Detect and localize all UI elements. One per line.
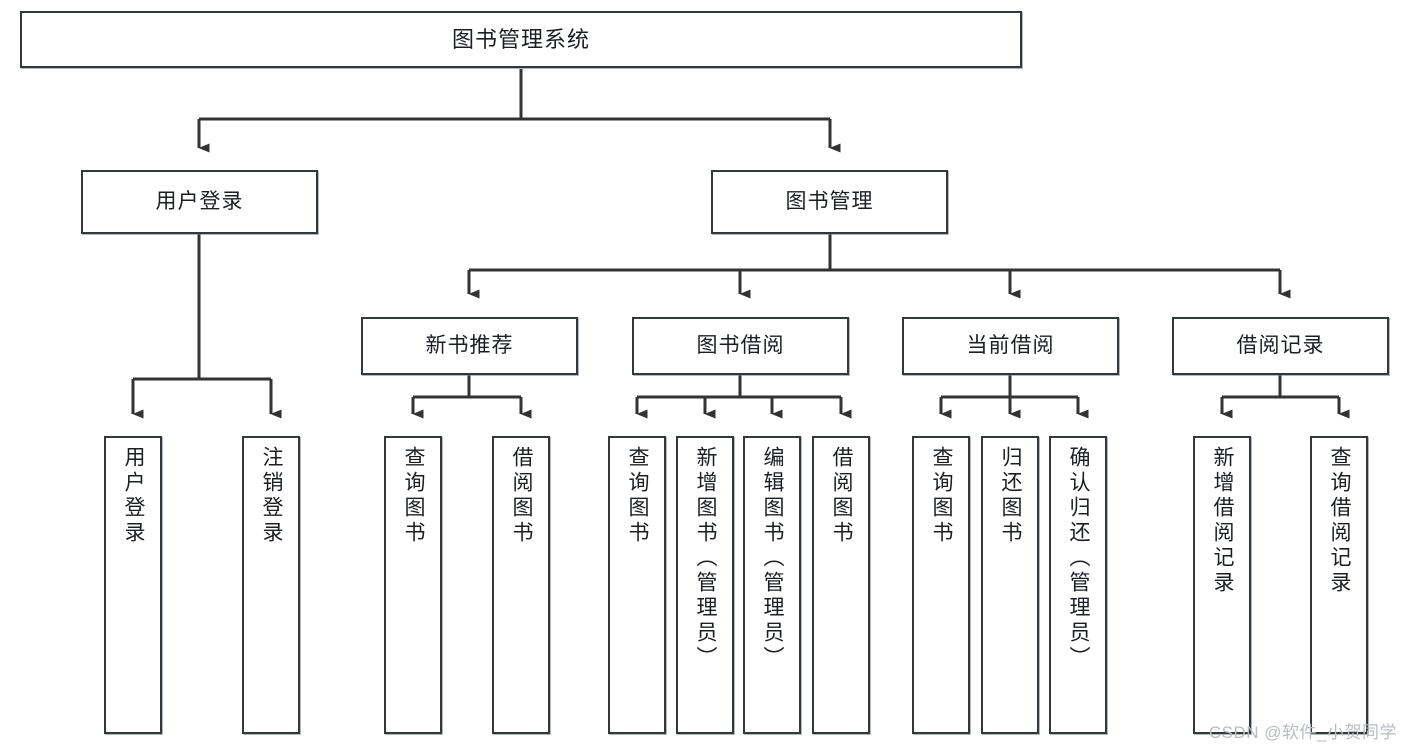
leaf-user-login-login[interactable]: 用户登录 bbox=[104, 436, 162, 734]
leaf-borrow-record-query-record[interactable]: 查询借阅记录 bbox=[1310, 436, 1368, 734]
node-book-borrow[interactable]: 图书借阅 bbox=[632, 317, 849, 375]
node-label: 图书借阅 bbox=[696, 333, 785, 357]
node-label: 借阅图书 bbox=[830, 446, 854, 546]
leaf-borrow-record-add-record[interactable]: 新增借阅记录 bbox=[1193, 436, 1251, 734]
leaf-current-borrow-return-books[interactable]: 归还图书 bbox=[981, 436, 1039, 734]
node-label: 新书推荐 bbox=[425, 333, 514, 357]
node-label: 借阅记录 bbox=[1236, 333, 1325, 357]
leaf-book-borrow-add-book-admin[interactable]: 新增图书（管理员） bbox=[676, 436, 734, 734]
node-label: 归还图书 bbox=[999, 446, 1023, 546]
leaf-current-borrow-query-books[interactable]: 查询图书 bbox=[912, 436, 970, 734]
node-label: 编辑图书（管理员） bbox=[761, 446, 785, 671]
node-label: 确认归还（管理员） bbox=[1067, 446, 1091, 671]
node-label: 当前借阅 bbox=[966, 333, 1055, 357]
leaf-book-borrow-edit-book-admin[interactable]: 编辑图书（管理员） bbox=[743, 436, 801, 734]
node-label: 图书管理 bbox=[785, 189, 874, 213]
leaf-book-borrow-borrow-books[interactable]: 借阅图书 bbox=[812, 436, 870, 734]
node-book-management[interactable]: 图书管理 bbox=[711, 170, 948, 234]
node-current-borrow[interactable]: 当前借阅 bbox=[902, 317, 1119, 375]
node-user-login[interactable]: 用户登录 bbox=[81, 170, 318, 234]
leaf-user-login-logout[interactable]: 注销登录 bbox=[242, 436, 300, 734]
leaf-new-book-query-books[interactable]: 查询图书 bbox=[384, 436, 442, 734]
node-label: 查询图书 bbox=[930, 446, 954, 546]
node-new-book-recommendation[interactable]: 新书推荐 bbox=[361, 317, 578, 375]
node-label: 注销登录 bbox=[260, 446, 284, 546]
node-label: 新增借阅记录 bbox=[1211, 446, 1235, 596]
node-label: 用户登录 bbox=[122, 446, 146, 546]
node-label: 查询借阅记录 bbox=[1328, 446, 1352, 596]
node-label: 借阅图书 bbox=[510, 446, 534, 546]
node-label: 新增图书（管理员） bbox=[694, 446, 718, 671]
leaf-new-book-borrow-books[interactable]: 借阅图书 bbox=[492, 436, 550, 734]
node-borrow-record[interactable]: 借阅记录 bbox=[1172, 317, 1389, 375]
node-root-book-management-system[interactable]: 图书管理系统 bbox=[20, 11, 1022, 68]
node-label: 查询图书 bbox=[626, 446, 650, 546]
node-label: 查询图书 bbox=[402, 446, 426, 546]
node-label: 用户登录 bbox=[155, 189, 244, 213]
leaf-current-borrow-confirm-return-admin[interactable]: 确认归还（管理员） bbox=[1049, 436, 1107, 734]
leaf-book-borrow-query-books[interactable]: 查询图书 bbox=[608, 436, 666, 734]
node-label: 图书管理系统 bbox=[451, 26, 590, 52]
